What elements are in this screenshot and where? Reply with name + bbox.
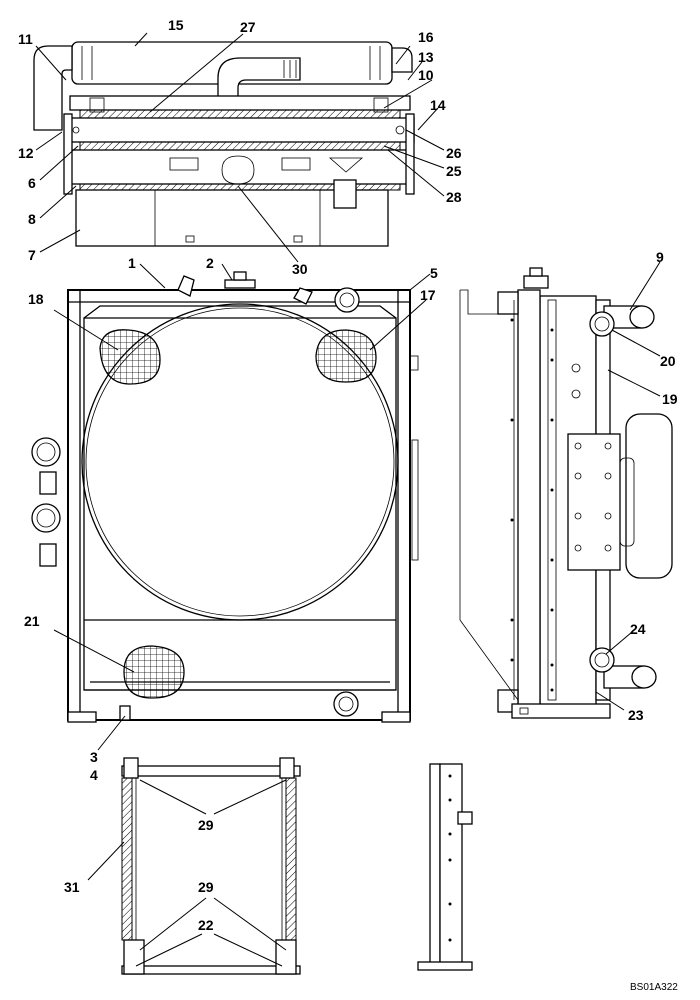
callout-14: 14 [430,97,446,113]
callout-21: 21 [24,613,40,629]
callout-labels: 15 27 11 16 13 10 14 12 26 25 6 28 8 7 3… [18,17,678,933]
callout-25: 25 [446,163,462,179]
bottom-frame-side-view [417,763,473,971]
callout-30: 30 [292,261,308,277]
callout-6: 6 [28,175,36,191]
callout-20: 20 [660,353,676,369]
callout-7: 7 [28,247,36,263]
callout-22: 22 [198,917,214,933]
callout-12: 12 [18,145,34,161]
callout-1: 1 [128,255,136,271]
callout-27: 27 [240,19,256,35]
mesh-patch-17 [315,329,377,383]
callout-23: 23 [628,707,644,723]
reference-code: BS01A322 [630,982,678,993]
callout-5: 5 [430,265,438,281]
callout-4: 4 [90,767,98,783]
callout-26: 26 [446,145,462,161]
callout-8: 8 [28,211,36,227]
top-plan-view [33,41,415,247]
callout-15: 15 [168,17,184,33]
callout-11: 11 [18,31,33,47]
callout-31: 31 [64,879,80,895]
callout-2: 2 [206,255,214,271]
callout-18: 18 [28,291,44,307]
callout-10: 10 [418,67,434,83]
callout-28: 28 [446,189,462,205]
callout-9: 9 [656,249,664,265]
mesh-patch-21 [123,645,185,699]
side-view [459,267,673,719]
leader-lines [35,32,661,967]
callout-3: 3 [90,749,98,765]
mesh-patch-18 [99,329,161,385]
callout-16: 16 [418,29,434,45]
callout-29-lower: 29 [198,879,214,895]
bottom-frame-front-view [121,757,301,975]
callout-17: 17 [420,287,436,303]
front-view [31,271,419,723]
callout-13: 13 [418,49,434,65]
callout-19: 19 [662,391,678,407]
callout-24: 24 [630,621,646,637]
callout-29-upper: 29 [198,817,214,833]
